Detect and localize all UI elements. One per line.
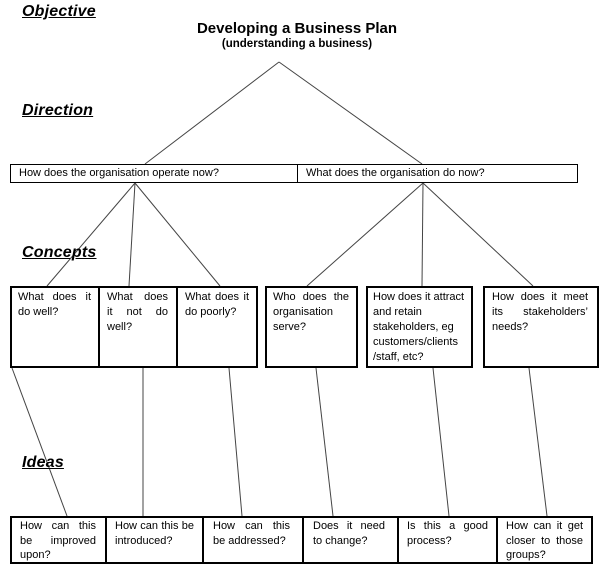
direction-box-do-now: What does the organisation do now?	[306, 167, 485, 179]
concepts-label: Concepts	[22, 244, 97, 261]
idea-box-closer-groups: How can it get closer to those groups?	[506, 520, 583, 561]
idea-box-introduced: How can this be introduced?	[107, 518, 204, 562]
ideas-row: How can this be improved upon? How can t…	[10, 516, 593, 564]
concept-6-to-idea-6-line	[528, 367, 548, 517]
objective-label: Objective	[22, 3, 96, 20]
concept-box-do-poorly: What does it do poorly?	[185, 291, 249, 318]
direction-label: Direction	[22, 102, 94, 119]
concept-4-to-idea-4-line	[315, 367, 334, 517]
ideas-label: Ideas	[22, 454, 64, 471]
concept-box-who-serve: Who does the organisation serve?	[265, 286, 358, 368]
title-to-direction-left-line	[144, 61, 280, 165]
concept-3-to-idea-3-line	[228, 367, 243, 517]
idea-box-addressed: How can this be addressed?	[204, 518, 304, 562]
direction-right-to-concept-5-line	[421, 182, 424, 287]
direction-left-to-concept-3-line	[134, 182, 221, 287]
diagram-title: Developing a Business Plan	[196, 20, 398, 37]
concept-box-do-well: What does it do well?	[12, 288, 100, 366]
concept-box-attract-retain: How does it attract and retain stakehold…	[366, 286, 473, 368]
idea-box-improved: How can this be improved upon?	[12, 518, 107, 562]
direction-left-to-concept-1-line	[46, 182, 136, 287]
title-block: Developing a Business Plan (understandin…	[97, 20, 497, 51]
diagram-subtitle: (understanding a business)	[221, 38, 373, 50]
direction-row: How does the organisation operate now? W…	[10, 164, 578, 183]
idea-box-change: Does it need to change?	[304, 518, 399, 562]
direction-right-to-concept-6-line	[422, 182, 534, 287]
concept-box-meet-needs: How does it meet its stakeholders’ needs…	[483, 286, 599, 368]
concept-box-not-do-well: What does it not do well?	[100, 288, 178, 366]
direction-left-to-concept-2-line	[128, 182, 136, 287]
direction-box-operate-now: How does the organisation operate now?	[11, 165, 298, 182]
direction-right-to-concept-4-line	[306, 182, 424, 287]
concepts-group-left: What does it do well? What does it not d…	[10, 286, 258, 368]
idea-box-good-process: Is this a good process?	[399, 518, 498, 562]
title-to-direction-right-line	[278, 61, 423, 165]
concept-1-to-idea-1-line	[11, 367, 68, 517]
concept-5-to-idea-5-line	[432, 367, 450, 517]
